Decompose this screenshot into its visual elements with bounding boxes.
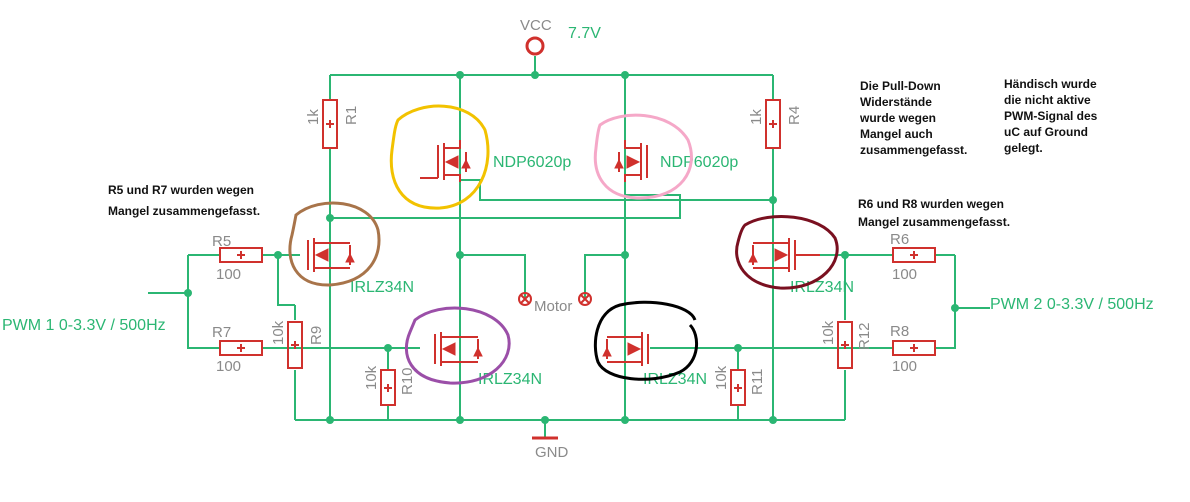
resistor-r10: [380, 369, 396, 406]
r7-value: 100: [216, 358, 241, 375]
r11-name: R11: [749, 369, 766, 395]
svg-text:Mangel zusammengefasst.: Mangel zusammengefasst.: [858, 215, 1010, 229]
resistor-r6: [892, 247, 936, 263]
r12-value: 10k: [820, 320, 837, 345]
resistor-r4: [765, 99, 781, 149]
highlight-circle-low-left: [404, 306, 511, 385]
resistor-r5: [219, 247, 263, 263]
r5-name: R5: [212, 233, 231, 250]
r6-value: 100: [892, 266, 917, 283]
note-left: R5 und R7 wurden wegen Mangel zusammenge…: [108, 183, 260, 218]
r1-name: R1: [343, 106, 360, 125]
note-right: R6 und R8 wurden wegen Mangel zusammenge…: [858, 197, 1010, 229]
note-pulldown: Die Pull-Down Widerstände wurde wegen Ma…: [859, 79, 967, 157]
resistor-r8: [892, 340, 936, 356]
pwm1-label: PWM 1 0-3.3V / 500Hz: [2, 317, 166, 334]
r11-value: 10k: [713, 365, 730, 390]
svg-text:die nicht aktive: die nicht aktive: [1004, 93, 1091, 107]
mosfet-drv-right: [748, 238, 820, 272]
svg-text:R6 und R8 wurden wegen: R6 und R8 wurden wegen: [858, 197, 1004, 211]
r9-name: R9: [308, 326, 325, 345]
junctions: [184, 71, 959, 424]
highlight-circle-drv-right: [735, 214, 839, 290]
motor-label: Motor: [534, 298, 572, 315]
low-left-label: IRLZ34N: [478, 371, 542, 388]
svg-text:R5 und R7 wurden wegen: R5 und R7 wurden wegen: [108, 183, 254, 197]
highlight-circle-p-right: [593, 113, 693, 200]
svg-text:uC auf Ground: uC auf Ground: [1004, 125, 1088, 139]
wires: [148, 56, 990, 438]
note-ground: Händisch wurde die nicht aktive PWM-Sign…: [1004, 77, 1098, 155]
svg-text:zusammengefasst.: zusammengefasst.: [860, 143, 967, 157]
vcc-label: VCC: [520, 17, 552, 34]
svg-text:Widerstände: Widerstände: [860, 95, 932, 109]
motor-terminal-right: [578, 292, 592, 306]
vcc-symbol: [525, 36, 545, 56]
resistor-r9: [287, 321, 303, 369]
r10-value: 10k: [363, 365, 380, 390]
mosfet-low-right: [602, 332, 649, 366]
motor-terminal-left: [518, 292, 532, 306]
r1-value: 1k: [305, 109, 322, 125]
mosfet-drv-left: [307, 238, 355, 272]
svg-text:gelegt.: gelegt.: [1004, 141, 1043, 155]
highlight-circle-drv-left: [288, 201, 381, 287]
r5-value: 100: [216, 266, 241, 283]
resistor-r11: [730, 369, 746, 406]
mosfet-p-right: [614, 140, 648, 182]
mosfet-low-left: [434, 332, 483, 366]
svg-text:wurde wegen: wurde wegen: [859, 111, 936, 125]
r9-value: 10k: [270, 320, 287, 345]
r8-name: R8: [890, 323, 909, 340]
r8-value: 100: [892, 358, 917, 375]
svg-text:Händisch wurde: Händisch wurde: [1004, 77, 1097, 91]
low-right-label: IRLZ34N: [643, 371, 707, 388]
r10-name: R10: [399, 367, 416, 395]
resistor-r1: [322, 99, 338, 149]
r4-name: R4: [786, 106, 803, 125]
drv-right-label: IRLZ34N: [790, 279, 854, 296]
r12-name: R12: [856, 322, 873, 350]
svg-text:Die Pull-Down: Die Pull-Down: [860, 79, 941, 93]
svg-text:PWM-Signal des: PWM-Signal des: [1004, 109, 1098, 123]
svg-text:Mangel auch: Mangel auch: [860, 127, 933, 141]
p-left-label: NDP6020p: [493, 154, 571, 171]
p-right-label: NDP6020p: [660, 154, 738, 171]
highlight-circle-p-left: [389, 104, 490, 210]
highlight-circle-low-right: [593, 300, 699, 381]
pwm2-label: PWM 2 0-3.3V / 500Hz: [990, 296, 1154, 313]
r6-name: R6: [890, 231, 909, 248]
r4-value: 1k: [748, 109, 765, 125]
drv-left-label: IRLZ34N: [350, 279, 414, 296]
r7-name: R7: [212, 324, 231, 341]
vcc-voltage-label: 7.7V: [568, 25, 601, 42]
gnd-label: GND: [535, 444, 569, 461]
resistor-r12: [837, 321, 853, 369]
mosfet-p-left: [420, 140, 471, 182]
resistor-r7: [219, 340, 263, 356]
svg-text:Mangel zusammengefasst.: Mangel zusammengefasst.: [108, 204, 260, 218]
